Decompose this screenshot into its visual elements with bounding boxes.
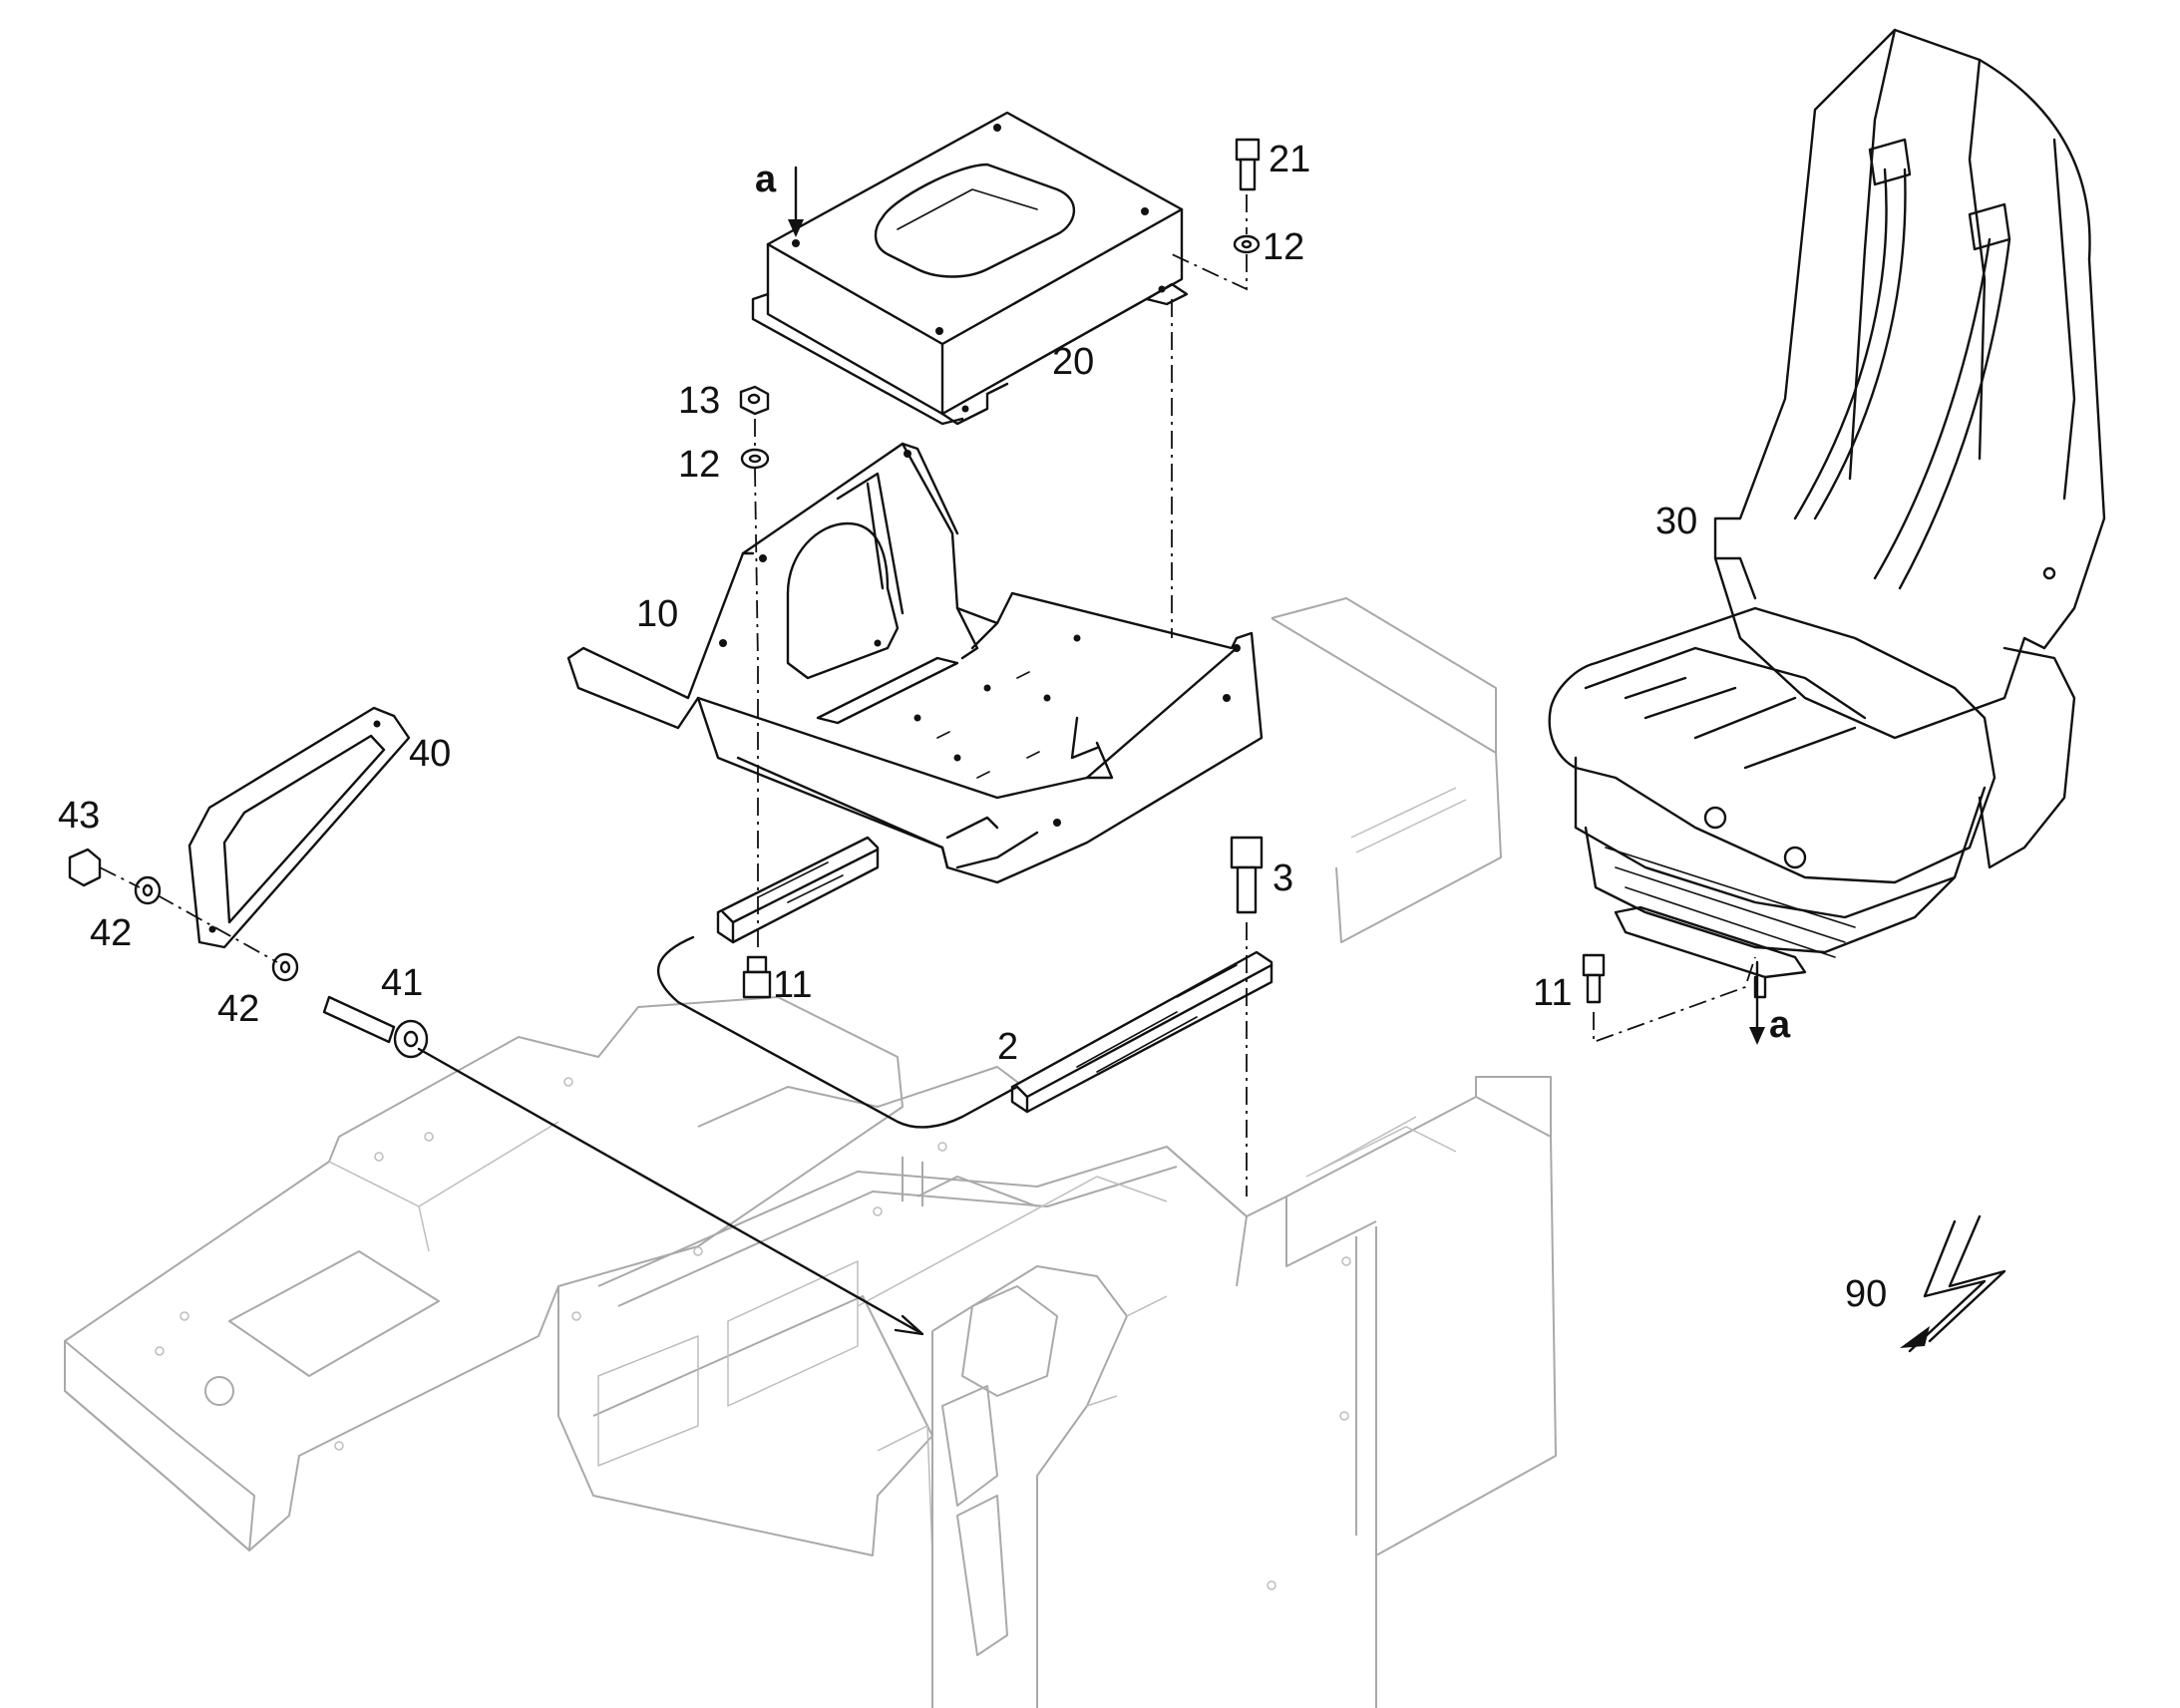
label-part-11-right: 11	[1533, 972, 1572, 1014]
part-2-slide-rails	[657, 836, 1273, 1129]
assembly-center-lines	[99, 194, 1756, 1336]
label-part-10: 10	[636, 593, 678, 635]
part-30-driver-seat	[1548, 28, 2106, 999]
label-part-42-lower: 42	[217, 988, 259, 1030]
label-part-12-top: 12	[1263, 226, 1304, 268]
label-view-a-top: a	[755, 159, 777, 200]
label-part-20: 20	[1052, 341, 1094, 383]
part-40-frame-seal	[187, 706, 411, 949]
label-part-13: 13	[678, 380, 720, 422]
label-part-12-mid: 12	[678, 444, 720, 486]
part-10-seat-console	[566, 442, 1264, 884]
label-part-11-left: 11	[773, 964, 812, 1006]
label-part-90: 90	[1845, 1273, 1887, 1315]
label-part-21: 21	[1269, 139, 1310, 180]
electrical-lightning-icon	[1900, 1214, 2006, 1353]
label-part-42-upper: 42	[90, 912, 132, 954]
part-labels: 21 12 20 13 12 10 30 40 43 42 42 41 3 11…	[58, 139, 1887, 1315]
label-part-3: 3	[1272, 857, 1293, 899]
view-arrows	[788, 166, 1765, 1045]
hardware-parts	[68, 138, 1606, 1059]
label-view-a-bottom: a	[1769, 1004, 1791, 1046]
label-part-2: 2	[997, 1026, 1018, 1068]
label-part-30: 30	[1655, 501, 1697, 542]
machine-chassis-background	[64, 597, 1557, 1708]
label-part-41: 41	[381, 962, 423, 1004]
label-part-43: 43	[58, 795, 100, 837]
part-20-cover-plate	[751, 111, 1189, 426]
label-part-40: 40	[409, 733, 451, 775]
